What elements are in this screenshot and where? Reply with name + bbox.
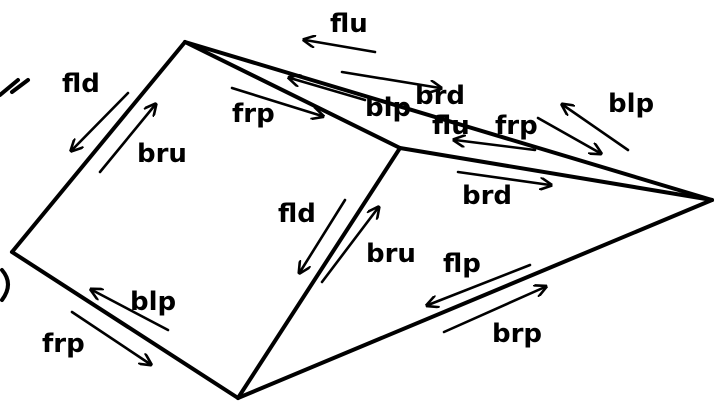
edge-fragment-top-left (0, 80, 28, 95)
label-blp-bottom-left: blp (130, 287, 176, 317)
label-blp-mid: blp (365, 93, 411, 123)
label-fld-left: fld (62, 69, 100, 99)
label-blp-right: blp (608, 89, 654, 119)
label-frp-upper: frp (232, 99, 275, 129)
edge-front-center (238, 148, 400, 398)
edge-fragment-bottom-left (2, 270, 8, 300)
label-frp-mid: frp (495, 111, 538, 141)
arrow-flu-top (305, 40, 375, 52)
label-fld-center: fld (278, 199, 316, 229)
edge-bottom-left (12, 252, 238, 398)
label-flu-mid: flu (432, 111, 470, 141)
edge-bottom-right (238, 200, 712, 398)
label-brd-center: brd (462, 181, 512, 211)
label-frp-bottom-left: frp (42, 329, 85, 359)
edge-front-right (400, 148, 712, 200)
label-bru-center: bru (366, 239, 416, 269)
label-brd-mid: brd (415, 81, 465, 111)
arrow-blp-mid (290, 78, 365, 100)
label-flp-lower: flp (443, 249, 481, 279)
label-bru-left: bru (137, 139, 187, 169)
label-flu-top: flu (330, 9, 368, 39)
label-brp-lower: brp (492, 319, 542, 349)
